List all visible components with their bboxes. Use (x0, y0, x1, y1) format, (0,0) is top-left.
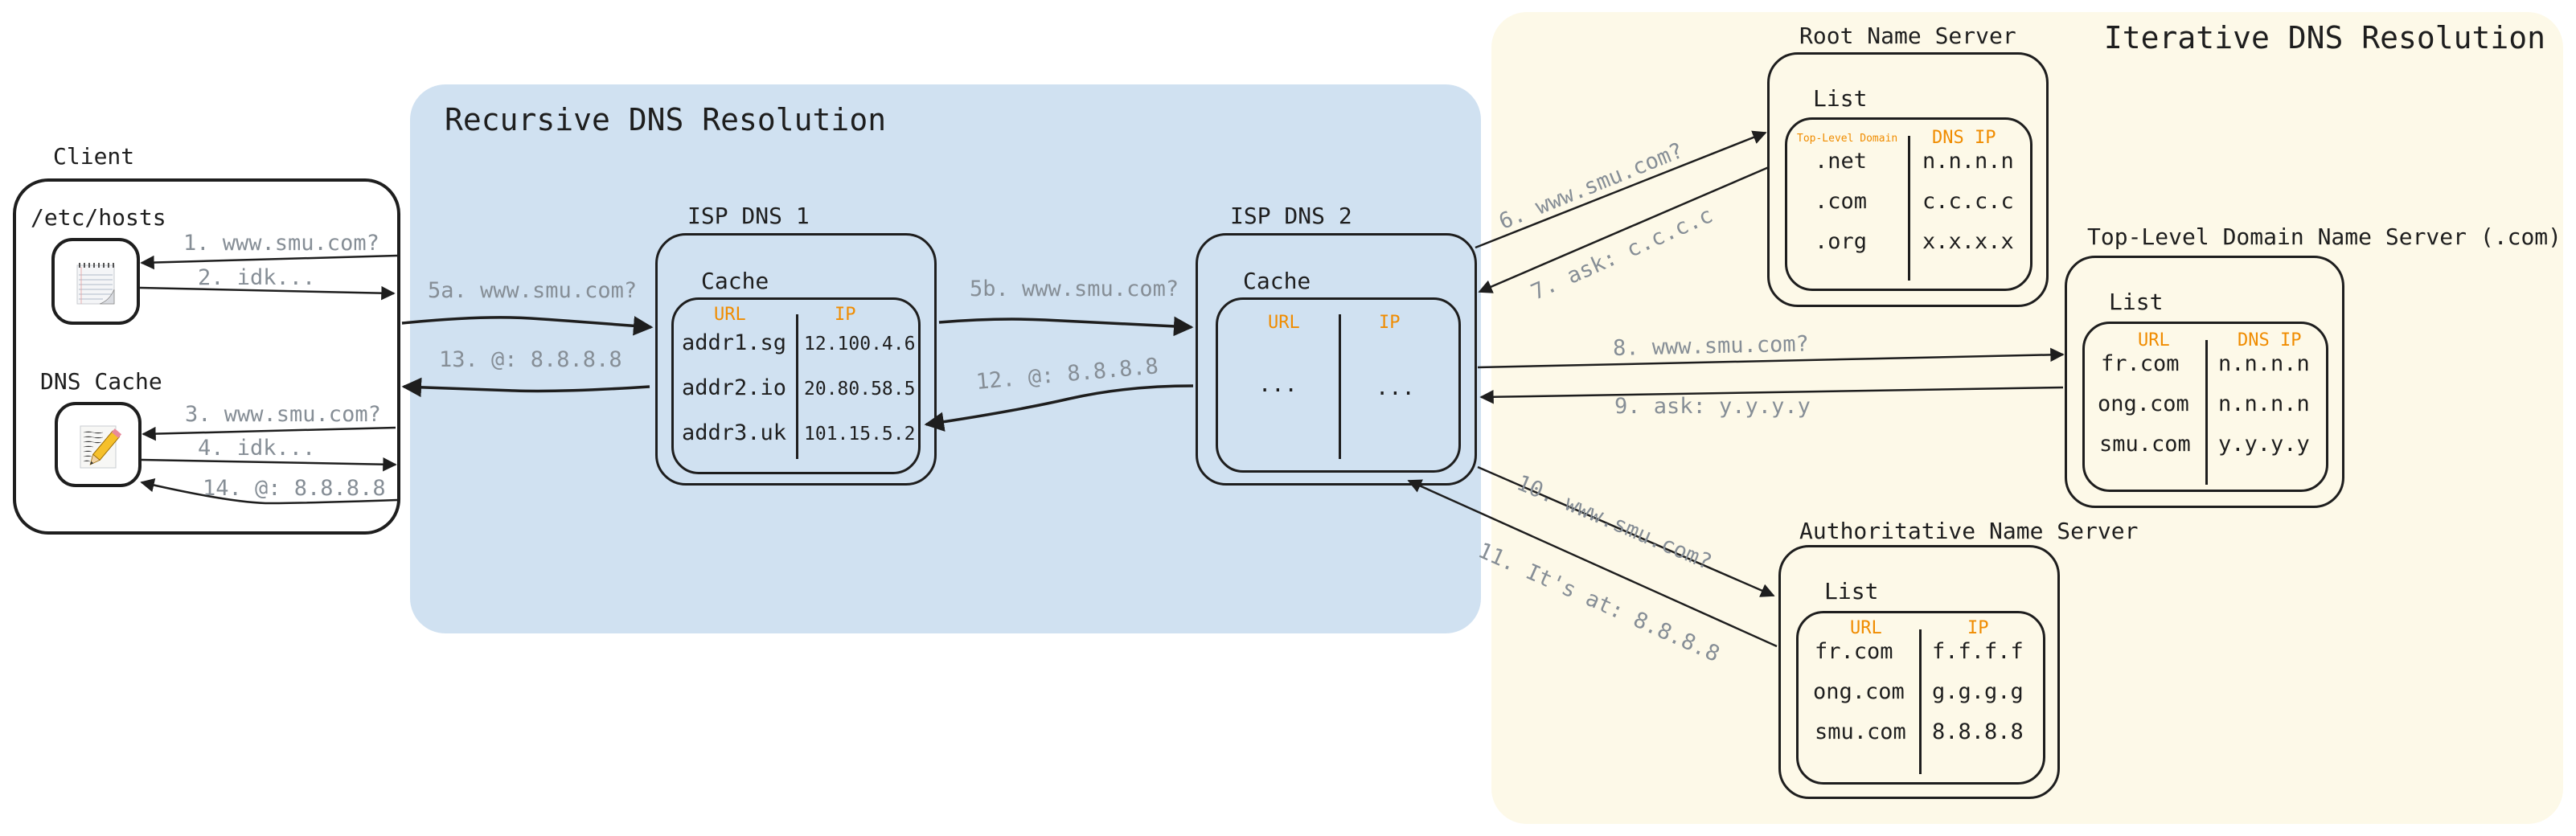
isp-dns-1-node[interactable]: Cache (655, 233, 937, 486)
table-cell-dns-ip: n.n.n.n (2218, 391, 2310, 416)
edge-label-3: 3. www.smu.com? (185, 402, 381, 427)
table-cell-dns-ip: x.x.x.x (1922, 229, 2014, 254)
recursive-resolution-panel: Recursive DNS Resolution (410, 84, 1481, 633)
table-cell-dns-ip: c.c.c.c (1922, 189, 2014, 214)
table-header-url: URL (1268, 313, 1300, 333)
table-cell-url: ong.com (1813, 679, 1905, 704)
arrow-6 (1475, 130, 1767, 249)
client-box[interactable]: /etc/hosts DNS Cache (13, 178, 400, 535)
arrow-7 (1478, 166, 1770, 293)
table-cell-url: addr1.sg (682, 330, 787, 355)
table-cell-ip: 12.100.4.6 (804, 334, 916, 354)
table-cell-ip: 101.15.5.2 (804, 424, 916, 445)
recursive-panel-title: Recursive DNS Resolution (445, 102, 887, 137)
isp-dns-1-cache-table: URL IP addr1.sg 12.100.4.6 addr2.io 20.8… (671, 297, 921, 474)
root-list-label: List (1813, 85, 1868, 112)
auth-list-label: List (1824, 578, 1879, 604)
tld-list-table: URL DNS IP fr.com n.n.n.n ong.com n.n.n.… (2082, 322, 2328, 492)
table-cell-ip: g.g.g.g (1932, 679, 2024, 704)
isp-dns-1-title: ISP DNS 1 (687, 203, 810, 229)
arrow-5a (401, 316, 654, 336)
table-cell-url: fr.com (1815, 639, 1893, 664)
edge-label-8: 8. www.smu.com? (1612, 331, 1810, 361)
auth-server-node[interactable]: List (1778, 545, 2060, 799)
table-header-url: URL (1850, 618, 1882, 638)
arrow-8 (1477, 347, 2065, 369)
table-cell-dns-ip: n.n.n.n (1922, 149, 2014, 174)
table-header-ip: IP (1379, 313, 1401, 333)
tld-server-title: Top-Level Domain Name Server (.com) (2087, 223, 2562, 250)
table-header-ip: IP (835, 305, 856, 325)
table-cell-dns-ip: n.n.n.n (2218, 351, 2310, 376)
arrow-10 (1477, 465, 1775, 597)
dns-cache-label: DNS Cache (40, 368, 162, 395)
hosts-label: /etc/hosts (31, 204, 166, 231)
edge-label-9: 9. ask: y.y.y.y (1614, 394, 1811, 419)
table-cell-tld: .org (1815, 229, 1868, 254)
table-cell-url: addr3.uk (682, 420, 787, 445)
column-divider (1919, 629, 1922, 774)
arrow-2 (139, 285, 396, 301)
root-server-node[interactable]: List (1767, 52, 2049, 307)
arrow-1 (140, 254, 398, 270)
table-cell-ip: 20.80.58.5 (804, 379, 916, 400)
dns-cache-node[interactable] (55, 402, 142, 487)
arrow-12 (924, 384, 1194, 432)
table-cell-ip: 8.8.8.8 (1932, 719, 2024, 744)
column-divider (1908, 136, 1910, 281)
root-list-table: Top-Level Domain DNS IP .net n.n.n.n .co… (1785, 117, 2032, 291)
arrow-9 (1479, 386, 2064, 404)
table-header-ip: IP (1967, 618, 1989, 638)
root-server-title: Root Name Server (1799, 23, 2016, 49)
table-header-url: URL (2138, 330, 2170, 350)
isp-dns-2-cache-table: URL IP ... ... (1216, 297, 1461, 473)
iterative-resolution-panel: Iterative DNS Resolution (1491, 12, 2563, 824)
tld-server-node[interactable]: List (2065, 256, 2344, 508)
edge-label-13: 13. @: 8.8.8.8 (439, 347, 622, 372)
table-cell-url: ong.com (2098, 391, 2189, 416)
isp-dns-2-title: ISP DNS 2 (1230, 203, 1352, 229)
column-divider (2205, 340, 2208, 485)
client-title: Client (53, 143, 135, 170)
arrow-3 (142, 426, 396, 441)
hosts-file-node[interactable] (51, 238, 140, 325)
table-header-dns-ip: DNS IP (1932, 128, 1996, 148)
table-cell-url: fr.com (2101, 351, 2180, 376)
table-cell-tld: .com (1815, 189, 1868, 214)
textedit-pencil-icon (80, 425, 122, 469)
table-cell-ip: f.f.f.f (1932, 639, 2024, 664)
edge-label-5b: 5b. www.smu.com? (970, 277, 1179, 301)
auth-server-title: Authoritative Name Server (1799, 518, 2139, 544)
table-header-dns-ip: DNS IP (2238, 330, 2302, 350)
column-divider (796, 314, 798, 459)
table-cell-url: addr2.io (682, 375, 787, 400)
edge-label-4: 4. idk... (198, 436, 316, 461)
arrow-5b (938, 316, 1194, 337)
table-header-url: URL (714, 305, 746, 325)
arrow-4 (141, 457, 397, 472)
table-cell-url: ... (1258, 372, 1298, 397)
arrow-13 (401, 377, 650, 398)
auth-list-table: URL IP fr.com f.f.f.f ong.com g.g.g.g sm… (1796, 611, 2045, 785)
table-cell-url: smu.com (2099, 432, 2191, 457)
table-cell-ip: ... (1376, 375, 1415, 400)
iterative-panel-title: Iterative DNS Resolution (2103, 20, 2545, 55)
edge-label-1: 1. www.smu.com? (183, 231, 379, 256)
table-cell-dns-ip: y.y.y.y (2218, 432, 2310, 457)
tld-list-label: List (2109, 289, 2164, 315)
table-header-tld: Top-Level Domain (1797, 133, 1898, 145)
edge-label-5a: 5a. www.smu.com? (428, 278, 638, 303)
table-cell-tld: .net (1815, 149, 1868, 174)
edge-label-14: 14. @: 8.8.8.8 (203, 476, 386, 501)
table-cell-url: smu.com (1815, 719, 1906, 744)
edge-label-2: 2. idk... (198, 265, 316, 290)
arrow-11 (1407, 479, 1778, 648)
arrow-14 (140, 478, 398, 505)
isp-dns-1-cache-label: Cache (701, 268, 769, 294)
isp-dns-2-node[interactable]: Cache (1196, 233, 1477, 486)
column-divider (1339, 314, 1341, 459)
isp-dns-2-cache-label: Cache (1243, 268, 1311, 294)
notepad-icon (76, 263, 115, 305)
